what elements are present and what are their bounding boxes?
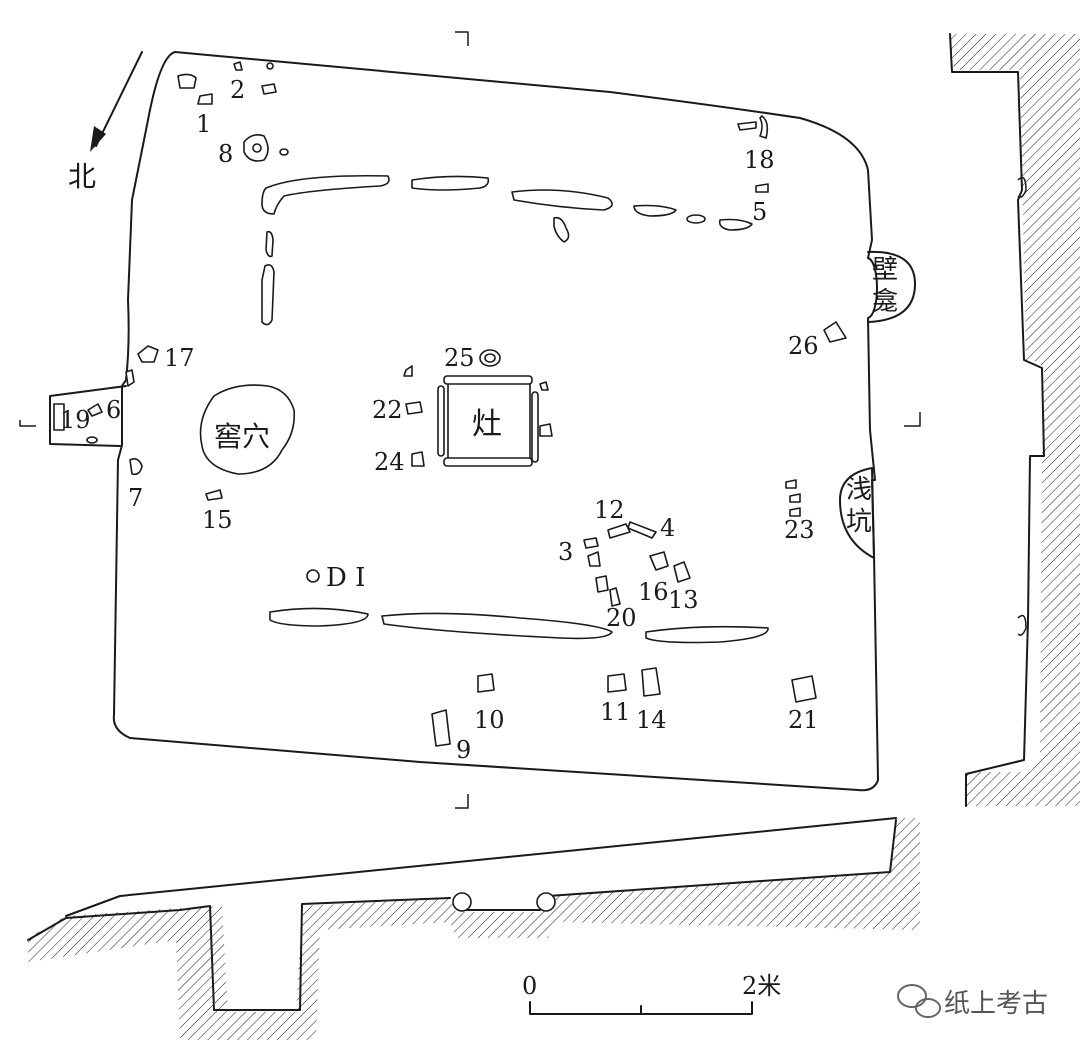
scale-bar: 0 2米 (522, 972, 781, 1015)
north-arrow: 北 (68, 51, 143, 193)
storage-pit-label: 窖穴 (214, 420, 270, 453)
find-20: 20 (606, 604, 637, 632)
find-2: 2 (230, 76, 245, 104)
scale-zero: 0 (522, 972, 537, 1000)
hearth-label: 灶 (472, 407, 502, 442)
find-16: 16 (638, 578, 669, 606)
shallow-pit-label-2: 坑 (846, 507, 872, 537)
find-24: 24 (374, 448, 405, 476)
find-5: 5 (752, 198, 767, 226)
find-26: 26 (788, 332, 819, 360)
wechat-icon (897, 984, 941, 1018)
find-17: 17 (164, 344, 195, 372)
find-8: 8 (218, 140, 233, 168)
find-10: 10 (474, 706, 505, 734)
find-18: 18 (744, 146, 775, 174)
find-19: 19 (60, 406, 91, 434)
shallow-pit (839, 467, 875, 559)
find-15: 15 (202, 506, 233, 534)
west-entrance (49, 385, 127, 447)
find-22: 22 (372, 396, 403, 424)
watermark-text: 纸上考古 (944, 989, 1048, 1019)
storage-pit (199, 384, 296, 475)
find-9: 9 (456, 736, 471, 764)
find-numbers: 1 2 3 4 5 6 7 8 9 10 11 12 13 14 15 16 1… (60, 76, 819, 764)
find-12: 12 (594, 496, 625, 524)
find-4: 4 (660, 514, 675, 542)
find-7: 7 (128, 484, 143, 512)
find-11: 11 (600, 698, 631, 726)
find-14: 14 (636, 706, 667, 734)
scale-end: 2米 (742, 972, 781, 1000)
east-section (949, 33, 1080, 807)
hearth: 灶 (437, 375, 539, 467)
north-label: 北 (68, 160, 96, 193)
post-hole (306, 569, 320, 583)
south-section (27, 817, 920, 1040)
niche-label-1: 壁 (872, 255, 898, 285)
niche-label-2: 龛 (872, 287, 898, 317)
wall-niche (867, 250, 916, 323)
watermark: 纸上考古 (897, 984, 1048, 1019)
find-13: 13 (668, 586, 699, 614)
post-hole-label: D I (326, 563, 365, 593)
find-21: 21 (788, 706, 819, 734)
artifacts (53, 61, 847, 747)
shallow-pit-label-1: 浅 (846, 475, 872, 505)
find-3: 3 (558, 538, 573, 566)
find-6: 6 (106, 396, 121, 424)
house-outline (112, 51, 879, 792)
find-1: 1 (196, 110, 211, 138)
section-markers (19, 31, 921, 809)
wall-trenches (261, 174, 769, 644)
find-25: 25 (444, 344, 475, 372)
find-23: 23 (784, 516, 815, 544)
